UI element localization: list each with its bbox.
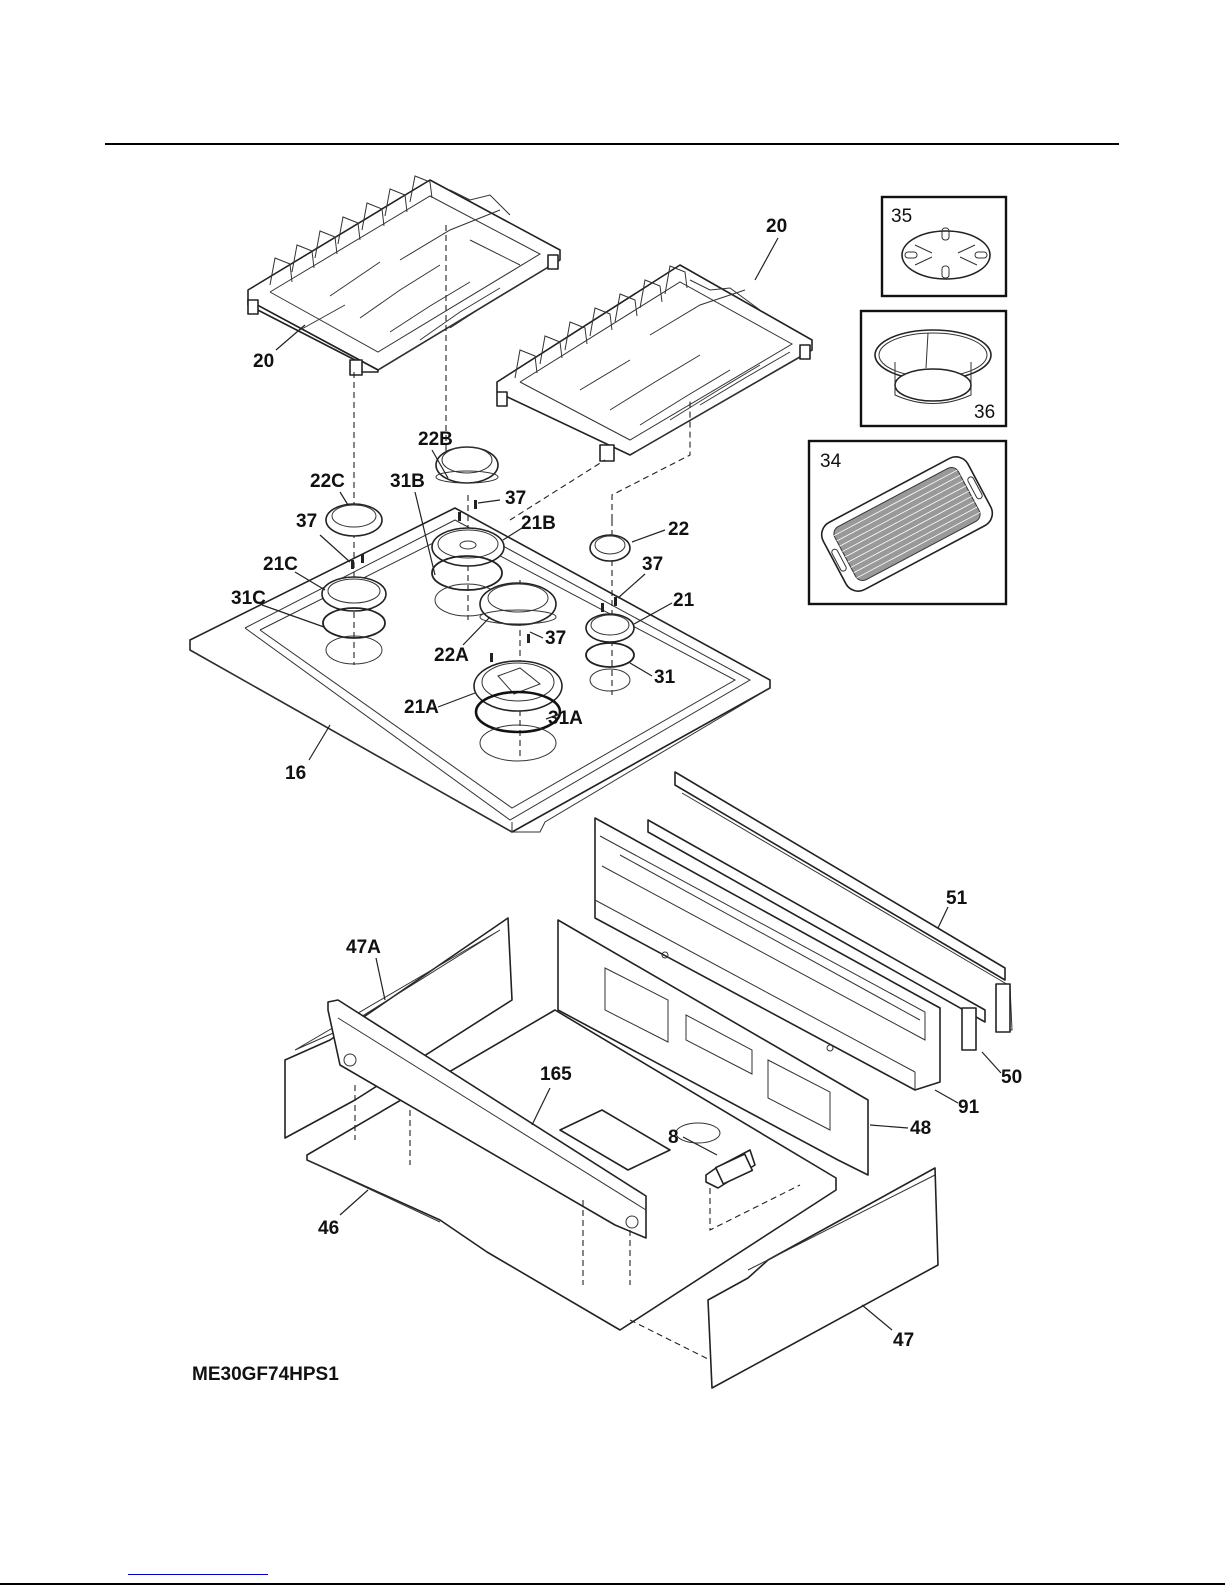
accessory-36-box: 36 — [861, 311, 1006, 426]
callout-48: 48 — [910, 1118, 931, 1139]
callout-20-right: 20 — [766, 216, 787, 237]
callout-31C: 31C — [231, 588, 266, 609]
callout-37-c: 37 — [296, 511, 317, 532]
accessory-35-box: 35 — [882, 197, 1006, 296]
grate-left — [248, 176, 560, 375]
callout-21: 21 — [673, 590, 695, 611]
callout-8: 8 — [668, 1127, 679, 1148]
callout-37-r: 37 — [642, 554, 663, 575]
callout-22C: 22C — [310, 471, 345, 492]
callout-31B: 31B — [390, 471, 425, 492]
callout-22B: 22B — [418, 429, 453, 450]
model-number: ME30GF74HPS1 — [192, 1364, 339, 1386]
callout-21A: 21A — [404, 697, 439, 718]
callout-47A: 47A — [346, 937, 381, 958]
callout-20-left: 20 — [253, 351, 274, 372]
accessory-34-box: 35 34 — [809, 441, 1006, 604]
callout-22A: 22A — [434, 645, 469, 666]
callout-36: 36 — [974, 402, 995, 423]
callout-31A: 31A — [548, 708, 583, 729]
callout-35: 35 — [891, 206, 912, 227]
callout-165: 165 — [540, 1064, 572, 1085]
callout-91: 91 — [958, 1097, 980, 1118]
callout-31: 31 — [654, 667, 676, 688]
callout-16: 16 — [285, 763, 306, 784]
callout-34-label: 34 — [820, 451, 842, 472]
callout-37-b: 37 — [505, 488, 526, 509]
callout-21B: 21B — [521, 513, 556, 534]
callout-51: 51 — [946, 888, 968, 909]
grate-right — [497, 265, 812, 461]
callout-47: 47 — [893, 1330, 914, 1351]
callout-50: 50 — [1001, 1067, 1022, 1088]
footer-link[interactable] — [128, 1574, 268, 1575]
callout-46: 46 — [318, 1218, 339, 1239]
callout-22: 22 — [668, 519, 689, 540]
callout-21C: 21C — [263, 554, 298, 575]
callout-37-a: 37 — [545, 628, 566, 649]
